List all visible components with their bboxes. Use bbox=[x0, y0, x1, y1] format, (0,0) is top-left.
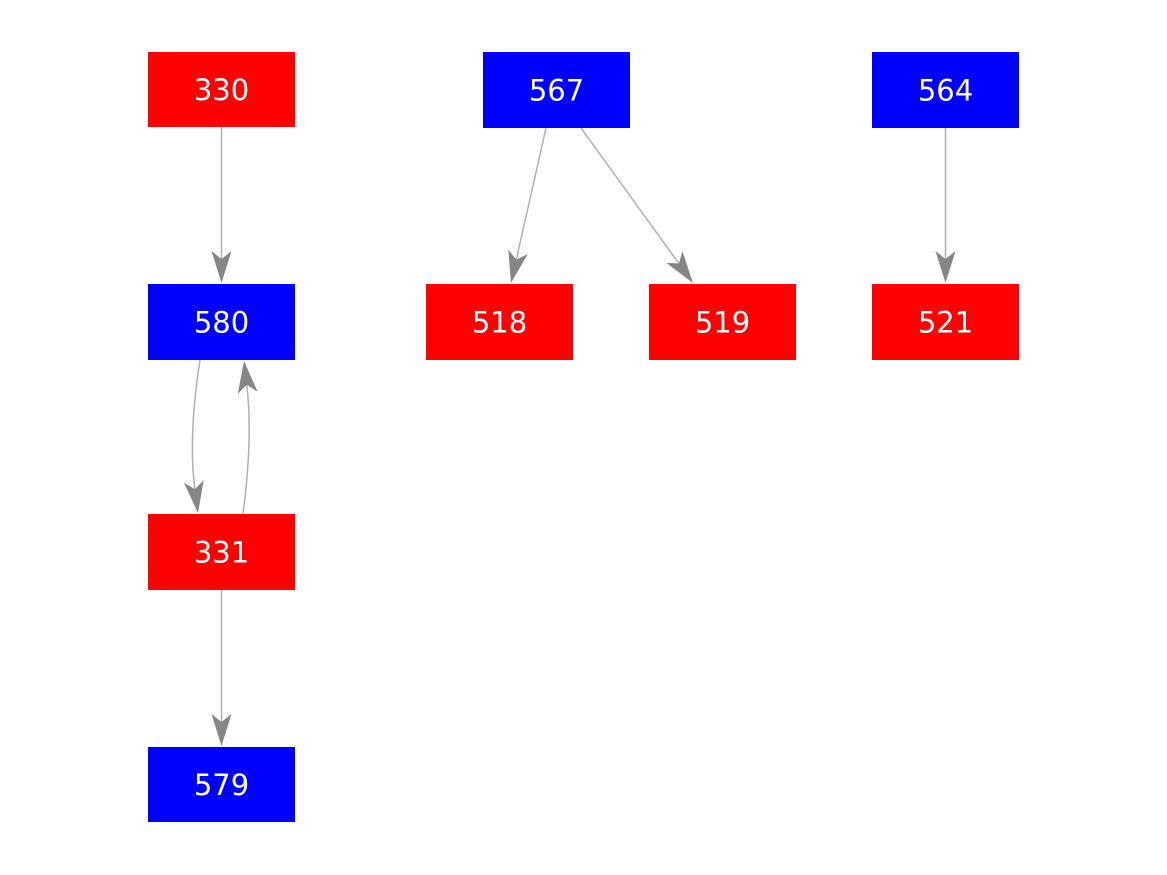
node-box-564 bbox=[872, 52, 1019, 128]
node-box-331 bbox=[148, 514, 295, 590]
arrowhead-icon bbox=[508, 249, 528, 283]
node-label-518: 518 bbox=[472, 305, 527, 339]
edge-567-to-519 bbox=[580, 127, 680, 264]
node-579: 579 bbox=[148, 747, 295, 822]
arrowhead-icon bbox=[237, 361, 258, 394]
node-label-567: 567 bbox=[529, 73, 584, 107]
arrowhead-icon bbox=[183, 480, 204, 513]
arrowhead-icon bbox=[211, 714, 232, 746]
node-580: 580 bbox=[148, 284, 295, 360]
arrowhead-icon bbox=[935, 251, 956, 283]
node-label-579: 579 bbox=[194, 768, 249, 802]
node-label-331: 331 bbox=[194, 535, 249, 569]
node-box-567 bbox=[483, 52, 630, 128]
arrowhead-icon bbox=[211, 251, 232, 283]
node-box-518 bbox=[426, 284, 573, 360]
node-label-580: 580 bbox=[194, 305, 249, 339]
node-box-521 bbox=[872, 284, 1019, 360]
node-521: 521 bbox=[872, 284, 1019, 360]
edge-567-to-518 bbox=[515, 127, 547, 260]
node-330: 330 bbox=[148, 52, 295, 127]
edge-580-to-331 bbox=[191, 359, 201, 490]
node-label-521: 521 bbox=[918, 305, 973, 339]
node-label-564: 564 bbox=[918, 73, 973, 107]
node-box-579 bbox=[148, 747, 295, 822]
node-518: 518 bbox=[426, 284, 573, 360]
node-567: 567 bbox=[483, 52, 630, 128]
edge-331-to-580 bbox=[242, 384, 250, 515]
node-519: 519 bbox=[649, 284, 796, 360]
node-331: 331 bbox=[148, 514, 295, 590]
node-label-519: 519 bbox=[695, 305, 750, 339]
arrowhead-icon bbox=[666, 251, 693, 283]
node-box-580 bbox=[148, 284, 295, 360]
node-box-330 bbox=[148, 52, 295, 127]
node-label-330: 330 bbox=[194, 73, 249, 107]
node-box-519 bbox=[649, 284, 796, 360]
node-564: 564 bbox=[872, 52, 1019, 128]
